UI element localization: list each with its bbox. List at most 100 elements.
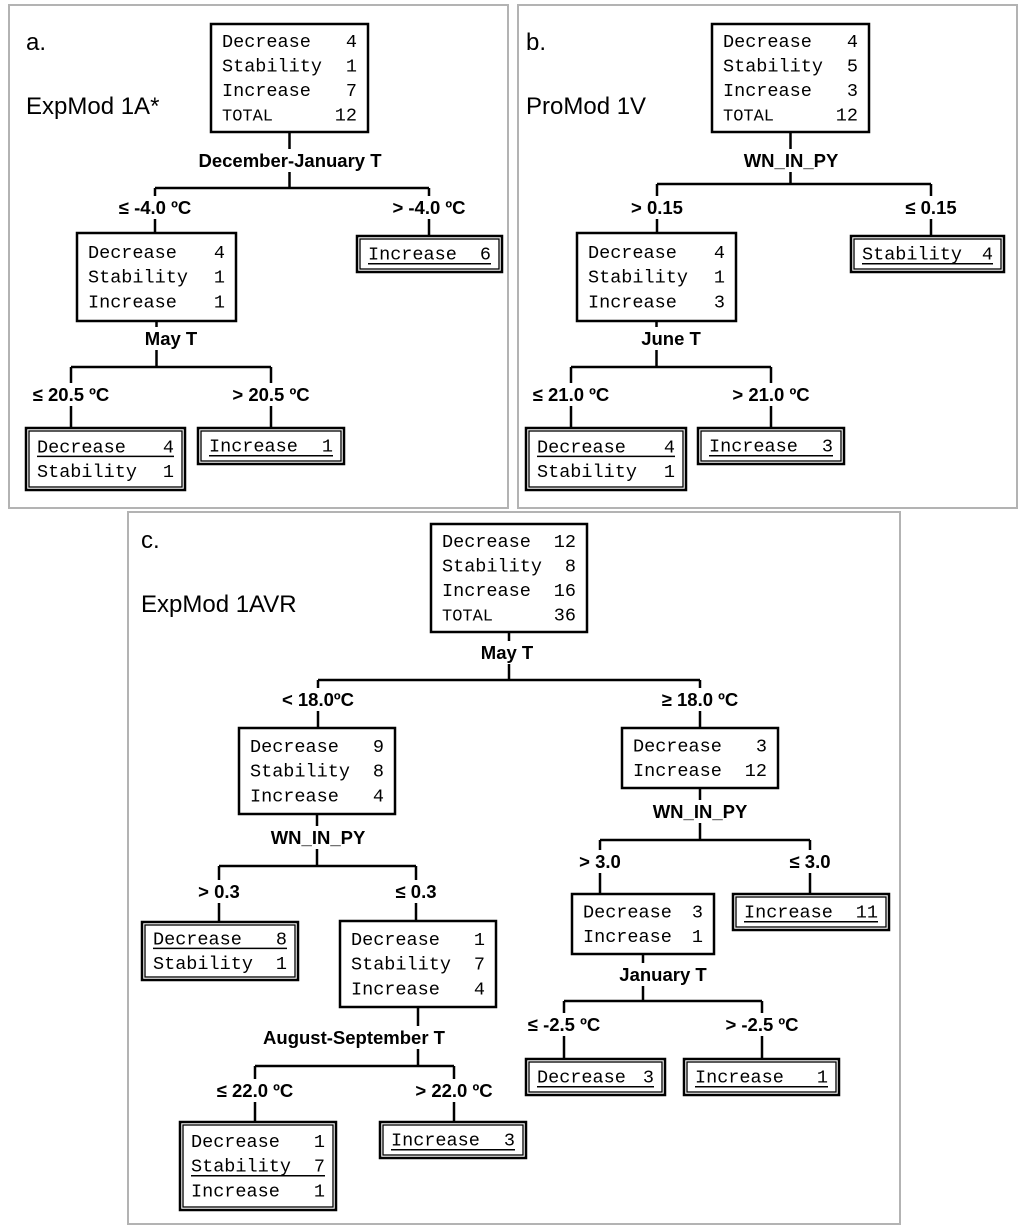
node-line-name-a-root-3: TOTAL [222, 108, 273, 127]
node-line-value-c-lrl-2: 1 [314, 1181, 325, 1202]
branch-label-left-a-root: ≤ -4.0 ºC [119, 197, 191, 218]
node-line-name-a-root-0: Decrease [222, 32, 311, 53]
node-line-value-a-root-2: 7 [346, 81, 357, 102]
node-line-name-b-ll-0: Decrease [537, 437, 626, 458]
branch-label-right-c-rl: > -2.5 ºC [725, 1014, 798, 1035]
node-line-name-c-l-1: Stability [250, 762, 350, 783]
branch-label-left-c-root: < 18.0ºC [282, 689, 354, 710]
node-line-value-b-l-2: 3 [714, 292, 725, 313]
node-line-value-c-root-3: 36 [554, 606, 576, 627]
node-line-name-c-l-2: Increase [250, 786, 339, 807]
leaf-inner-border-b-ll [528, 430, 684, 488]
leaf-inner-border-a-ll [28, 430, 183, 488]
branch-label-left-b-root: > 0.15 [631, 197, 683, 218]
node-line-name-c-root-2: Increase [442, 581, 531, 602]
tree-edges [69, 132, 933, 1122]
node-line-name-c-lrr-0: Increase [391, 1131, 480, 1152]
node-line-name-c-lrl-1: Stability [191, 1157, 291, 1178]
node-line-value-b-root-2: 3 [847, 81, 858, 102]
node-line-name-a-lr-0: Increase [209, 437, 298, 458]
node-line-value-c-ll-0: 8 [276, 929, 287, 950]
branch-label-right-b-l: > 21.0 ºC [732, 384, 809, 405]
node-box-c-l [237, 726, 397, 816]
node-box-a-l [75, 231, 238, 323]
node-box-b-l [575, 231, 738, 323]
panel-b-model-name: ProMod 1V [526, 93, 646, 120]
node-line-value-c-l-0: 9 [373, 737, 384, 758]
branch-label-right-a-l: > 20.5 ºC [232, 384, 309, 405]
node-line-value-c-lrl-1: 7 [314, 1157, 325, 1178]
node-line-name-a-l-2: Increase [88, 292, 177, 313]
node-line-value-a-r-0: 6 [480, 245, 491, 266]
node-line-name-b-l-0: Decrease [588, 243, 677, 264]
node-line-name-c-lr-0: Decrease [351, 930, 440, 951]
node-line-name-a-r-0: Increase [368, 245, 457, 266]
split-label-c-rl: January T [619, 964, 707, 985]
node-line-name-a-l-0: Decrease [88, 243, 177, 264]
panel-a-frame [8, 4, 509, 509]
node-line-name-b-r-0: Stability [862, 245, 962, 266]
node-line-name-a-root-1: Stability [222, 56, 322, 77]
node-line-value-a-root-0: 4 [346, 32, 357, 53]
node-line-value-b-ll-1: 1 [664, 462, 675, 483]
panel-b-frame [517, 4, 1018, 509]
node-line-value-c-r-1: 12 [745, 761, 767, 782]
node-line-name-c-rl-0: Decrease [583, 902, 672, 923]
node-line-value-c-rll-0: 3 [643, 1068, 654, 1089]
node-line-name-b-l-1: Stability [588, 268, 688, 289]
node-line-value-c-lrr-0: 3 [504, 1131, 515, 1152]
node-line-value-c-rl-1: 1 [692, 927, 703, 948]
node-line-name-a-root-2: Increase [222, 81, 311, 102]
node-line-value-a-root-3: 12 [335, 106, 357, 127]
branch-label-right-b-root: ≤ 0.15 [905, 197, 956, 218]
node-line-value-c-r-0: 3 [756, 736, 767, 757]
node-line-value-c-root-2: 16 [554, 581, 576, 602]
node-line-value-a-ll-0: 4 [163, 437, 174, 458]
node-line-name-b-l-2: Increase [588, 292, 677, 313]
node-box-c-rl [570, 892, 716, 956]
branch-label-left-c-lr: ≤ 22.0 ºC [217, 1080, 294, 1101]
node-line-name-c-rll-0: Decrease [537, 1068, 626, 1089]
node-line-value-c-lr-1: 7 [474, 955, 485, 976]
node-box-c-r [620, 726, 780, 790]
node-line-name-b-root-1: Stability [723, 56, 823, 77]
branch-label-right-c-root: ≥ 18.0 ºC [662, 689, 739, 710]
tree-labels: December-January T≤ -4.0 ºC> -4.0 ºCMay … [33, 150, 957, 1101]
leaf-inner-border-c-ll [144, 924, 296, 978]
node-line-value-a-l-1: 1 [214, 268, 225, 289]
branch-label-left-b-l: ≤ 21.0 ºC [533, 384, 610, 405]
split-label-b-l: June T [641, 328, 701, 349]
node-line-name-c-lr-1: Stability [351, 955, 451, 976]
node-line-value-b-root-1: 5 [847, 56, 858, 77]
node-line-name-c-lrl-0: Decrease [191, 1132, 280, 1153]
split-label-b-root: WN_IN_PY [744, 150, 839, 171]
node-line-name-b-ll-1: Stability [537, 462, 637, 483]
node-line-value-b-r-0: 4 [982, 245, 993, 266]
split-label-a-l: May T [145, 328, 198, 349]
split-label-c-root: May T [481, 642, 534, 663]
node-line-value-b-root-3: 12 [836, 106, 858, 127]
node-box-b-root [710, 22, 871, 134]
node-line-value-b-ll-0: 4 [664, 437, 675, 458]
node-line-value-c-rr-0: 11 [856, 903, 878, 924]
node-line-name-b-root-3: TOTAL [723, 108, 774, 127]
node-line-value-b-root-0: 4 [847, 32, 858, 53]
node-line-name-c-lrl-2: Increase [191, 1181, 280, 1202]
split-label-c-l: WN_IN_PY [271, 827, 366, 848]
branch-label-right-c-lr: > 22.0 ºC [415, 1080, 492, 1101]
node-line-name-a-ll-1: Stability [37, 462, 137, 483]
node-line-name-c-root-3: TOTAL [442, 608, 493, 627]
node-line-value-c-lr-2: 4 [474, 979, 485, 1000]
node-line-value-a-l-0: 4 [214, 243, 225, 264]
split-label-c-r: WN_IN_PY [653, 801, 748, 822]
branch-label-right-c-r: ≤ 3.0 [789, 851, 830, 872]
node-line-value-c-lr-0: 1 [474, 930, 485, 951]
node-line-value-c-rlr-0: 1 [817, 1068, 828, 1089]
branch-label-left-c-l: > 0.3 [198, 881, 240, 902]
node-line-name-c-l-0: Decrease [250, 737, 339, 758]
node-line-name-b-root-2: Increase [723, 81, 812, 102]
node-line-value-c-ll-1: 1 [276, 954, 287, 975]
panel-b-label: b. [526, 29, 546, 56]
